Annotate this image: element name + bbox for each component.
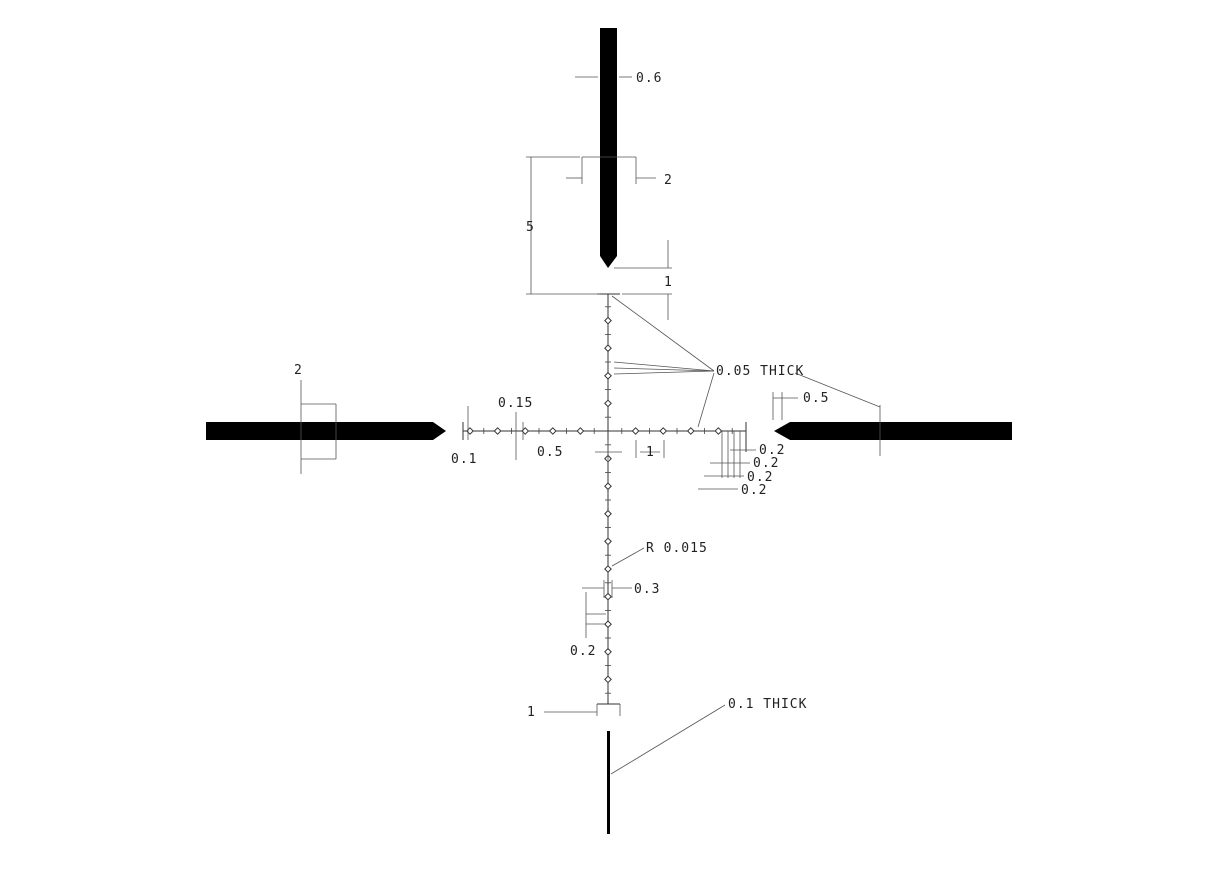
vertical-dot: [604, 399, 612, 408]
label-right-step-3: 0.2: [747, 470, 773, 485]
thin-crosshair: [462, 293, 747, 705]
label-arrow-gap-right: 0.5: [803, 391, 829, 406]
right-post: [774, 422, 1012, 440]
dimension-labels: 0.6 2 5 1 0.05 THICK 0.5 2 0.15 0.1 0.5 …: [294, 71, 829, 720]
vertical-dot: [604, 537, 612, 546]
horizontal-dot: [714, 427, 723, 435]
vertical-dot: [604, 371, 612, 380]
horizontal-dot: [493, 427, 502, 435]
top-post: [600, 28, 617, 268]
horizontal-dot: [576, 427, 585, 435]
hash-ticks: [483, 306, 733, 694]
vertical-dot: [604, 620, 612, 629]
vertical-dot: [604, 482, 612, 491]
horizontal-dot: [686, 427, 695, 435]
horizontal-dot: [548, 427, 557, 435]
label-hash-spacing: 1: [646, 445, 655, 460]
label-bottom-post-note: 0.1 THICK: [728, 697, 807, 712]
label-line-offset: 0.1: [451, 452, 477, 467]
vertical-dot: [604, 675, 612, 684]
label-lower-step: 0.2: [570, 644, 596, 659]
label-bottom-gap: 1: [527, 705, 536, 720]
left-post: [206, 422, 446, 440]
vertical-dot: [604, 592, 612, 601]
heavy-posts: [206, 28, 1012, 834]
label-gap-top: 1: [664, 275, 673, 290]
label-top-post-bracket: 2: [664, 173, 673, 188]
label-right-step-4: 0.2: [741, 483, 767, 498]
label-right-step-1: 0.2: [759, 443, 785, 458]
vertical-dot: [604, 565, 612, 573]
label-thin-line-note: 0.05 THICK: [716, 364, 804, 379]
horizontal-dot: [659, 427, 668, 435]
label-right-step-2: 0.2: [753, 456, 779, 471]
bottom-post: [607, 731, 610, 834]
horizontal-dot: [631, 427, 640, 435]
label-radius-note: R 0.015: [646, 541, 708, 556]
vertical-dot: [604, 344, 612, 353]
vertical-dot: [604, 316, 612, 325]
dimension-lines: [300, 76, 881, 775]
label-left-arrow-width: 2: [294, 363, 303, 378]
vertical-dot: [604, 509, 612, 518]
label-lower-width: 0.3: [634, 582, 660, 597]
vertical-dot: [604, 647, 612, 656]
label-top-post-width: 0.6: [636, 71, 662, 86]
label-center-spacing: 0.5: [537, 445, 563, 460]
label-top-post-length: 5: [526, 220, 535, 235]
label-dot-size: 0.15: [498, 396, 533, 411]
